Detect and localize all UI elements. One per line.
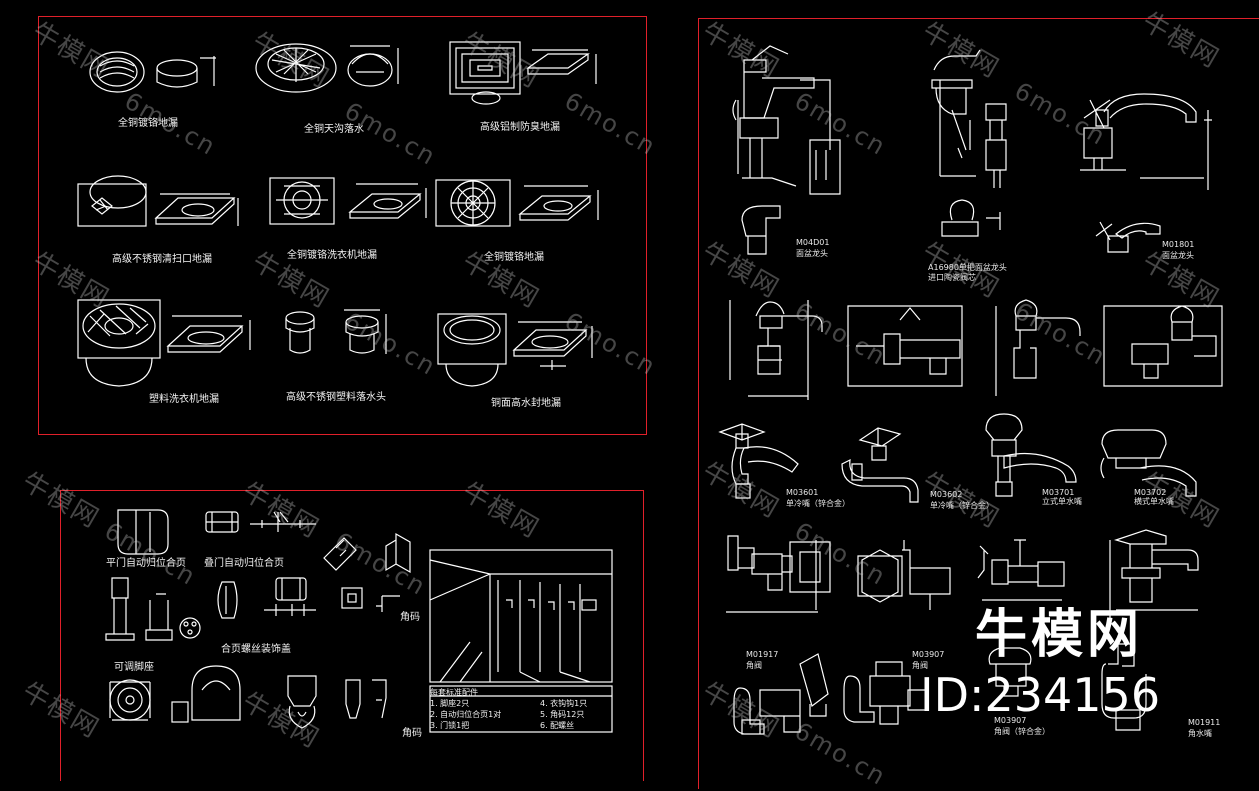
angle-valve-perspective-drawings (733, 643, 1147, 735)
label-chrome-drain-2: 全铜镀铬地漏 (484, 252, 544, 263)
drain-copper-high-seal-drawing (437, 313, 593, 387)
code-m03602: M03602 (930, 490, 963, 499)
label-corner-code-1: 角码 (400, 612, 420, 623)
name-m03907: 角阀 (912, 661, 928, 670)
fold-hinge-drawing (205, 511, 316, 533)
drain-chrome-square-drawing (435, 179, 599, 227)
label-copper-gutter: 全铜天沟落水 (304, 124, 364, 135)
drain-aluminium-drawing (449, 41, 597, 105)
brand-logo-text: 牛模网 (975, 605, 1144, 665)
notes-right-column: 4. 衣钩钩1只 5. 角码12只 6. 配螺丝 (540, 698, 630, 731)
tap-row-drawings (729, 299, 1223, 400)
label-fold-hinge: 叠门自动归位合页 (204, 558, 284, 569)
name-m01801: 面盆龙头 (1162, 251, 1194, 260)
adjustable-foot-drawing (105, 577, 201, 641)
name-m03907b: 角阀（锌合金） (994, 727, 1050, 736)
drain-stainless-plastic-head-drawing (285, 309, 387, 354)
label-plastic-washer-drain: 塑料洗衣机地漏 (149, 394, 219, 405)
tap-row-perspective-drawings (718, 413, 1197, 503)
name-m01911: 角水嘴 (1188, 729, 1212, 738)
corner-bracket-drawing (323, 532, 411, 612)
drain-plastic-washer-drawing (77, 299, 251, 387)
name-m03701: 立式单水嘴 (1042, 497, 1082, 506)
coat-hook-drawing (109, 665, 387, 729)
sheet-frame-bottom-left (60, 490, 644, 781)
code-m03907: M03907 (912, 650, 945, 659)
code-m03601: M03601 (786, 488, 819, 497)
toilet-cubicle-perspective-drawing (429, 549, 613, 733)
code-m04001: M04D01 (796, 238, 830, 247)
label-copper-high-seal: 铜面高水封地漏 (491, 398, 561, 409)
drain-chrome-round-drawing (89, 51, 216, 93)
notes-item: 6. 配螺丝 (540, 721, 575, 730)
sheet-frame-right (698, 18, 1259, 789)
name-m04001: 面盆龙头 (796, 249, 828, 258)
name-m03602: 单冷嘴（锌合金） (930, 501, 994, 510)
notes-item: 5. 角码12只 (540, 710, 585, 719)
hinge-trim-drawing (217, 577, 316, 619)
code-m01801: M01801 (1162, 240, 1195, 249)
notes-item: 4. 衣钩钩1只 (540, 699, 588, 708)
label-aluminium-drain: 高级铝制防臭地漏 (480, 122, 560, 133)
label-corner-code-2: 角码 (402, 728, 422, 739)
faucet-m04001-drawing (732, 45, 841, 255)
sheet-frame-top-left (38, 16, 647, 435)
name-m01917: 角阀 (746, 661, 762, 670)
name-a16980: 进口陶瓷阀芯 (928, 273, 976, 282)
label-adjustable-foot: 可调脚座 (114, 662, 154, 673)
name-m03702: 横式单水嘴 (1134, 497, 1174, 506)
code-m01911: M01911 (1188, 718, 1221, 727)
brand-id: ID:234156 (920, 668, 1161, 722)
notes-left-column: 1. 脚座2只 2. 自动归位合页1对 3. 门锁1把 (430, 698, 520, 731)
standard-accessories-note: 每套标准配件 1. 脚座2只 2. 自动归位合页1对 3. 门锁1把 4. 衣钩… (430, 687, 610, 730)
label-stainless-cleanout: 高级不锈钢清扫口地漏 (112, 254, 212, 265)
notes-item: 1. 脚座2只 (430, 699, 470, 708)
notes-title: 每套标准配件 (430, 688, 478, 697)
faucet-m01801-drawing (1080, 93, 1212, 253)
notes-item: 2. 自动归位合页1对 (430, 710, 502, 719)
code-m03907b: M03907 (994, 716, 1027, 725)
drain-stainless-cleanout-drawing (77, 175, 239, 227)
faucet-a16980-drawing (931, 49, 1007, 237)
name-m03601: 单冷嘴（锌合金） (786, 499, 850, 508)
notes-item: 3. 门锁1把 (430, 721, 470, 730)
code-m01917: M01917 (746, 650, 779, 659)
drain-gutter-drawing (255, 43, 399, 93)
angle-valve-row-drawings (726, 529, 1199, 620)
code-m03702: M03702 (1134, 488, 1167, 497)
label-hinge-trim: 合页螺丝装饰盖 (221, 644, 291, 655)
label-stainless-plastic-head: 高级不锈钢塑料落水头 (286, 392, 386, 403)
code-m03701: M03701 (1042, 488, 1075, 497)
label-chrome-floor-drain: 全铜镀铬地漏 (118, 118, 178, 129)
drain-chrome-washer-drawing (269, 177, 427, 225)
pivot-hinge-drawing (117, 509, 169, 555)
label-chrome-washer-drain: 全铜镀铬洗衣机地漏 (287, 250, 377, 261)
code-a16980: A16980单把面盆龙头 (928, 263, 1007, 272)
label-pivot-hinge: 平门自动归位合页 (106, 558, 186, 569)
